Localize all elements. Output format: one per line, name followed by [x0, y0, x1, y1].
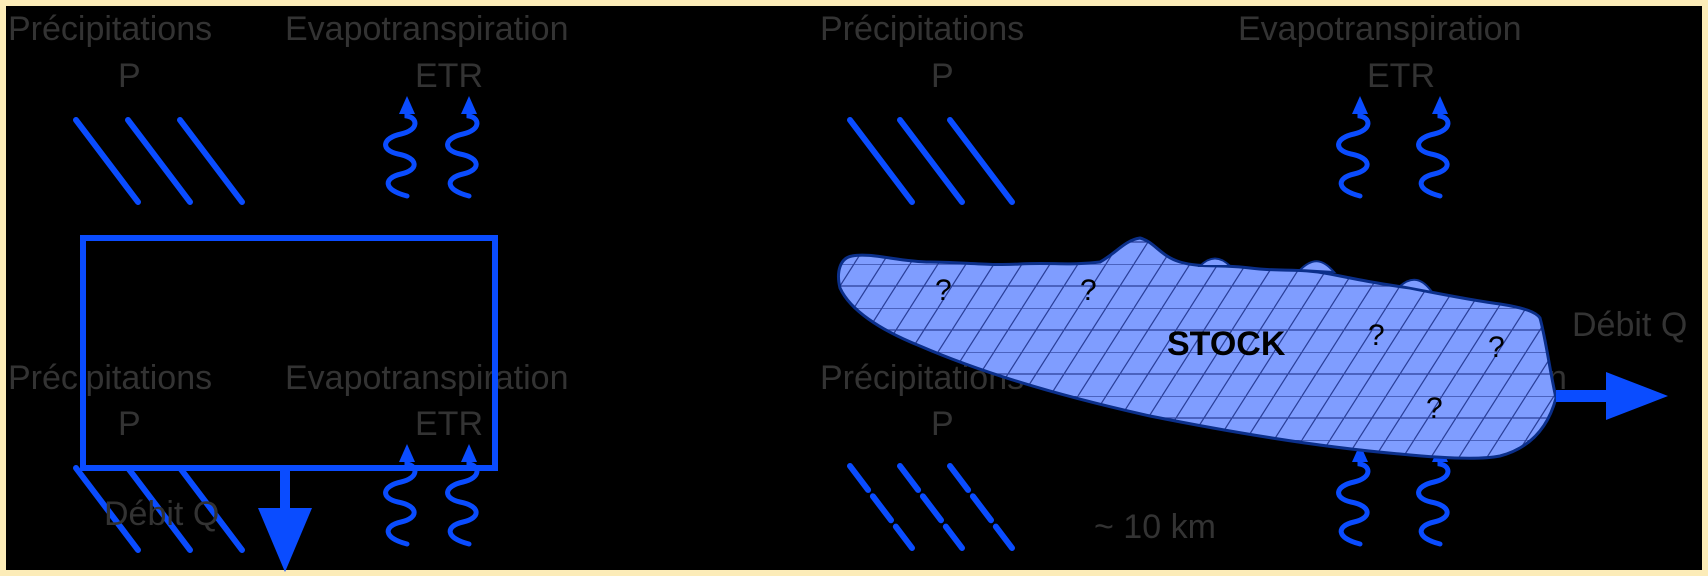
left-rain-strokes-lower: [73, 465, 245, 553]
left-evap-arrowheads: [399, 96, 477, 462]
right-evap-label: Evapotranspiration: [1238, 10, 1522, 48]
left-outflow-arrow: [258, 468, 312, 572]
stock-label: STOCK: [1167, 325, 1286, 363]
unknown-mark-2: ?: [1080, 274, 1097, 307]
left-evap-symbol: ETR: [415, 57, 483, 95]
right-outflow-label: Débit Q: [1572, 306, 1687, 344]
right-rain-strokes-lower: [847, 463, 1015, 551]
left-evap-symbol-ghost: ETR: [415, 405, 483, 443]
left-precip-symbol-ghost: P: [118, 405, 141, 443]
unknown-mark-5: ?: [1426, 392, 1443, 425]
scale-label: ~ 10 km: [1094, 508, 1216, 546]
right-precip-symbol: P: [931, 57, 954, 95]
right-outflow-arrow: [1556, 372, 1668, 420]
unknown-mark-3: ?: [1368, 319, 1385, 352]
left-evap-arrows: [383, 107, 480, 547]
left-panel: Précipitations P Evapotranspiration ETR …: [8, 10, 569, 572]
right-precip-symbol-ghost: P: [931, 405, 954, 443]
left-outflow-label: Débit Q: [104, 495, 219, 533]
right-evap-arrows: [1336, 107, 1451, 547]
left-precip-symbol: P: [118, 57, 141, 95]
unknown-mark-1: ?: [935, 274, 952, 307]
left-evap-label-ghost: Evapotranspiration: [285, 359, 569, 397]
unknown-mark-4: ?: [1488, 331, 1505, 364]
aquifer-surface-bumps: [1197, 257, 1435, 294]
right-panel: Précipitations P n Précipitations P Evap…: [820, 10, 1687, 551]
right-precip-label: Précipitations: [820, 10, 1024, 48]
right-rain-strokes: [847, 117, 1015, 205]
aquifer-stock-body: [837, 236, 1558, 460]
right-evap-symbol: ETR: [1367, 57, 1435, 95]
left-evap-label: Evapotranspiration: [285, 10, 569, 48]
left-precip-label: Précipitations: [8, 10, 212, 48]
left-precip-label-ghost: Précipitations: [8, 359, 212, 397]
left-rain-strokes: [73, 117, 245, 205]
